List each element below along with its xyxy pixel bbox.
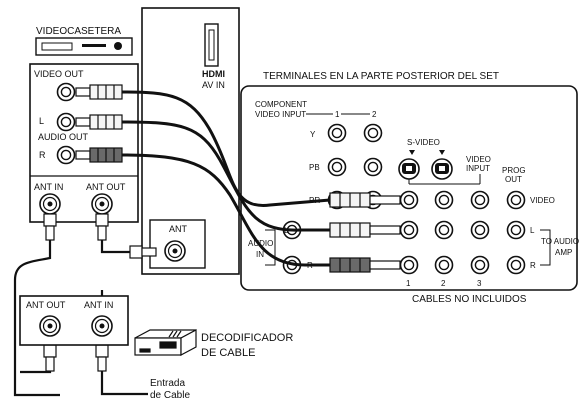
audio-in-label-line1: AUDIO: [248, 239, 273, 248]
vcr-l-label: L: [39, 116, 44, 126]
vcr-video-out-label: VIDEO OUT: [34, 69, 84, 79]
av-in-label: AV IN: [202, 80, 225, 90]
audio-r-in1-jack: [399, 255, 419, 275]
vcr-ant-in-label: ANT IN: [34, 182, 63, 192]
vcr-r-label: R: [39, 150, 46, 160]
vcr-rca-plugs: [75, 84, 123, 163]
amp-r-label: R: [530, 261, 536, 270]
vcr-icon: [35, 37, 133, 56]
audio-l-in2-jack: [434, 220, 454, 240]
video-input-label-line1: VIDEO: [466, 155, 491, 164]
to-audio-amp-line1: TO AUDIO: [541, 237, 579, 246]
input1-label: 1: [406, 279, 411, 288]
prog-out-label-line1: PROG: [502, 166, 526, 175]
prog-out-label-line2: OUT: [505, 175, 522, 184]
cable-decoder-icon: [134, 329, 197, 356]
vcr-ant-out-jack: [91, 193, 113, 215]
video-in2-jack: [434, 190, 454, 210]
s-video-1-jack: [398, 158, 420, 180]
vcr-audio-l-jack: [56, 112, 76, 132]
hdmi-label: HDMI: [202, 69, 225, 79]
vcr-audio-out-label: AUDIO OUT: [38, 132, 89, 142]
component2-y-jack: [363, 123, 383, 143]
amp-l-label: L: [530, 226, 535, 235]
audio-l-in3-jack: [470, 220, 490, 240]
amp-r-jack: [506, 255, 526, 275]
vcr-ant-out-label: ANT OUT: [86, 182, 126, 192]
cables-note: CABLES NO INCLUIDOS: [412, 294, 527, 305]
component1-pb-jack: [327, 157, 347, 177]
component-label-line2: VIDEO INPUT: [255, 110, 306, 119]
pb-label: PB: [309, 163, 320, 172]
cable-entry-line2: de Cable: [150, 390, 190, 400]
decoder-label-line1: DECODIFICADOR: [201, 332, 293, 344]
set-title: TERMINALES EN LA PARTE POSTERIOR DEL SET: [263, 71, 499, 82]
vcr-title: VIDEOCASETERA: [36, 26, 121, 37]
component-label-line1: COMPONENT: [255, 100, 307, 109]
audio-in-label-line2: IN: [256, 250, 264, 259]
tv-ant-jack: [164, 240, 186, 262]
video-in1-jack: [399, 190, 419, 210]
coax-plugs: [43, 213, 157, 372]
decoder-label-line2: DE CABLE: [201, 347, 255, 359]
splitter-ant-out-label: ANT OUT: [26, 300, 66, 310]
prog-out-video-jack: [506, 190, 526, 210]
video-input-label-line2: INPUT: [466, 164, 490, 173]
audio-r-in2-jack: [434, 255, 454, 275]
vcr-video-out-jack: [56, 82, 76, 102]
to-audio-amp-line2: AMP: [555, 248, 572, 257]
set-rear-panel: [240, 85, 578, 291]
video-in3-jack: [470, 190, 490, 210]
audio-r-in3-jack: [470, 255, 490, 275]
component-col2-label: 2: [372, 110, 377, 119]
splitter-ant-in-jack: [91, 315, 113, 337]
set-rca-plugs: [329, 192, 401, 273]
s-video-label: S-VIDEO: [407, 138, 440, 147]
amp-l-jack: [506, 220, 526, 240]
vcr-ant-in-jack: [39, 193, 61, 215]
component2-pb-jack: [363, 157, 383, 177]
s-video-2-jack: [431, 158, 453, 180]
cable-entry-line1: Entrada: [150, 378, 185, 389]
splitter-ant-out-jack: [39, 315, 61, 337]
input2-label: 2: [441, 279, 446, 288]
vcr-audio-r-jack: [56, 145, 76, 165]
audio-l-in1-jack: [399, 220, 419, 240]
y-label: Y: [310, 130, 316, 139]
prog-video-label: VIDEO: [530, 196, 555, 205]
hdmi-port-icon: [204, 23, 219, 67]
ant-label: ANT: [169, 224, 188, 234]
component-col1-label: 1: [335, 110, 340, 119]
splitter-ant-in-label: ANT IN: [84, 300, 113, 310]
component1-y-jack: [327, 123, 347, 143]
input3-label: 3: [477, 279, 482, 288]
rca-cables: [121, 90, 331, 267]
